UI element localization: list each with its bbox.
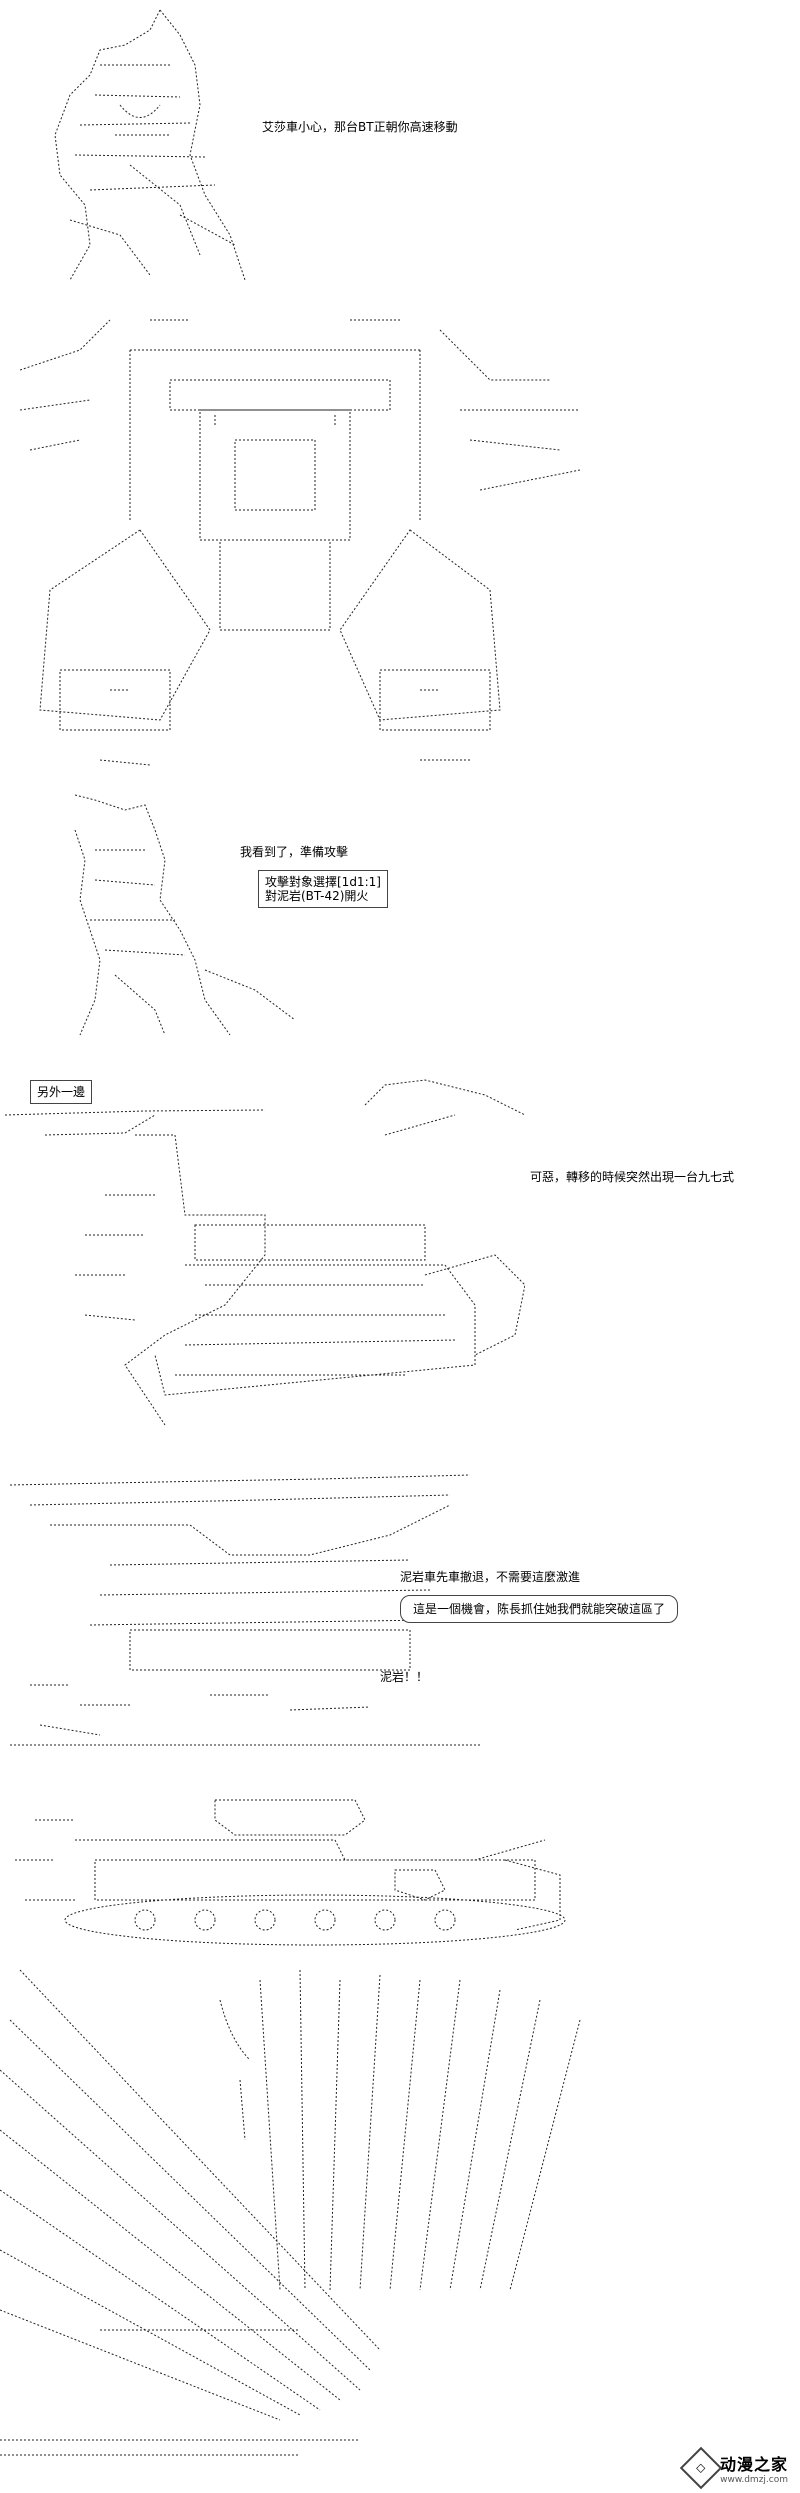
speech-text-3: 我看到了，準備攻擊	[240, 845, 349, 859]
tank-art-2	[10, 1474, 480, 1746]
speech-text-4: 可惡，轉移的時候突然出現一台九七式	[530, 1170, 735, 1184]
speech-text-5: 泥岩車先車撤退，不需要這麼激進	[400, 1570, 581, 1584]
tank-art-1	[5, 1079, 525, 1426]
strategy-box: 這是一個機會，陈長抓住她我們就能突破這區了	[400, 1595, 679, 1623]
attack-box-line1: 攻擊對象選擇[1d1:1]	[265, 875, 381, 889]
watermark-url: www.dmzj.com	[720, 2475, 788, 2485]
mech-art	[20, 319, 580, 766]
watermark-logo-icon: ◇	[679, 2446, 723, 2490]
character-art-3	[74, 794, 296, 1036]
attack-box: 攻擊對象選擇[1d1:1] 對泥岩(BT-42)開火	[258, 870, 388, 908]
character-art-1	[54, 9, 246, 281]
shout-text: 泥岩！！	[380, 1670, 429, 1684]
tank-art-3	[15, 1799, 566, 1946]
attack-box-line2: 對泥岩(BT-42)開火	[265, 889, 369, 903]
watermark-name: 动漫之家	[719, 2455, 788, 2474]
speech-text-1: 艾莎車小心，那台BT正朝你高速移動	[262, 120, 458, 134]
speedlines-art	[0, 1969, 581, 2456]
scene-label: 另外一邊	[30, 1080, 93, 1104]
watermark: ◇ 动漫之家 www.dmzj.com	[679, 2446, 788, 2490]
